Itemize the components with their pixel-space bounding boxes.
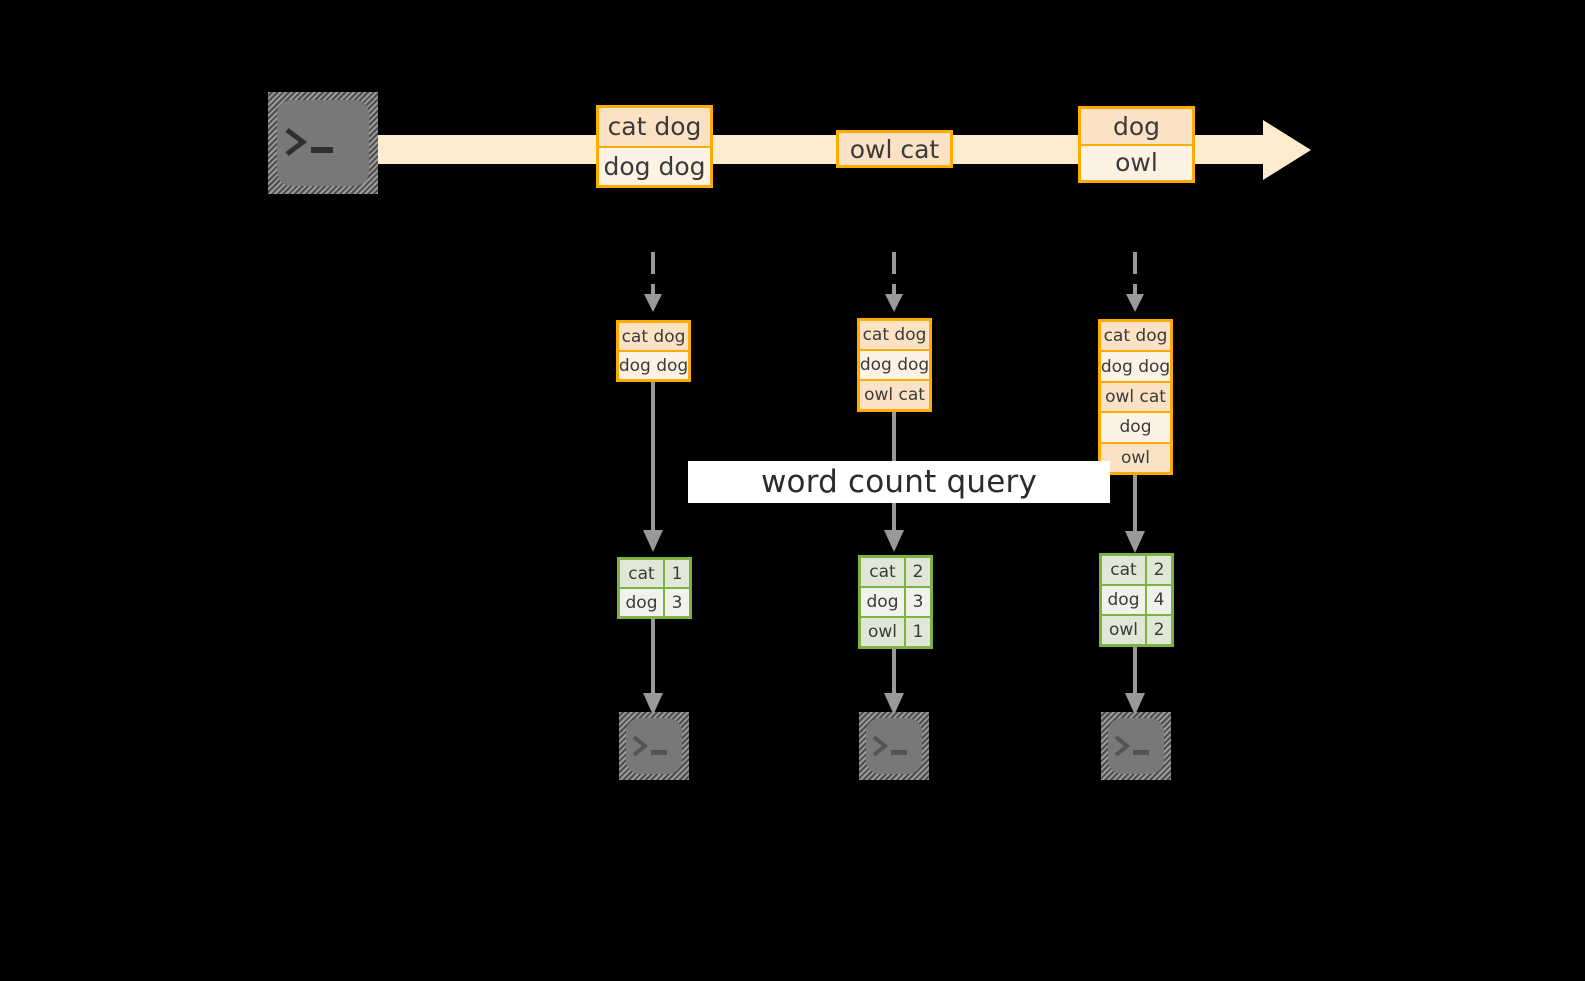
snapshot-3-sink-terminal-icon (1101, 712, 1171, 780)
result-row: cat 1 (620, 560, 689, 589)
terminal-prompt-icon (632, 735, 667, 757)
result-row: owl 2 (1102, 616, 1171, 644)
result-count: 1 (906, 618, 930, 646)
snapshot-input-line: owl cat (1101, 382, 1170, 414)
query-label-text: word count query (760, 464, 1038, 500)
snapshot-input-line: cat dog (860, 321, 929, 351)
result-word: cat (1102, 556, 1147, 584)
stream-record-2: owl cat (836, 130, 953, 168)
terminal-prompt-icon (285, 128, 333, 156)
stream-record-line: cat dog (599, 108, 710, 148)
query-label-band: word count query (688, 461, 1110, 503)
terminal-prompt-icon (872, 735, 907, 757)
stream-record-line: owl cat (839, 133, 950, 165)
solid-connector-3-to-result (1123, 475, 1147, 555)
snapshot-input-line: dog dog (619, 352, 688, 379)
solid-connector-3-to-sink (1123, 647, 1147, 717)
dashed-connector-3 (1122, 252, 1148, 320)
result-count: 2 (1147, 616, 1171, 644)
stream-record-1: cat dog dog dog (596, 105, 713, 188)
solid-connector-1-to-result (641, 382, 665, 554)
dashed-connector-1 (640, 252, 666, 320)
snapshot-1-sink-terminal-icon (619, 712, 689, 780)
result-row: owl 1 (861, 618, 930, 646)
result-word: dog (620, 589, 665, 616)
result-row: dog 3 (861, 588, 930, 618)
result-row: dog 4 (1102, 586, 1171, 616)
snapshot-input-line: dog dog (860, 351, 929, 381)
snapshot-input-line: owl cat (860, 381, 929, 409)
snapshot-input-line: owl (1101, 443, 1170, 473)
stream-record-line: dog dog (599, 147, 710, 185)
snapshot-1-input-box: cat dog dog dog (616, 320, 691, 382)
snapshot-3-input-box: cat dog dog dog owl cat dog owl (1098, 319, 1173, 475)
result-word: owl (1102, 616, 1147, 644)
result-row: cat 2 (861, 558, 930, 588)
snapshot-input-line: dog (1101, 413, 1170, 444)
snapshot-input-line: dog dog (1101, 352, 1170, 383)
stream-arrowhead-icon (1263, 120, 1311, 180)
stream-record-3: dog owl (1078, 106, 1195, 183)
result-word: dog (861, 588, 906, 616)
result-count: 3 (665, 589, 689, 616)
dashed-connector-2 (881, 252, 907, 320)
result-count: 2 (1147, 556, 1171, 584)
snapshot-input-line: cat dog (619, 323, 688, 352)
terminal-prompt-icon (1114, 735, 1149, 757)
result-word: owl (861, 618, 906, 646)
result-count: 2 (906, 558, 930, 586)
solid-connector-1-to-sink (641, 619, 665, 717)
solid-connector-2-to-sink (882, 649, 906, 717)
snapshot-1-result-table: cat 1 dog 3 (617, 557, 692, 619)
snapshot-2-sink-terminal-icon (859, 712, 929, 780)
result-word: dog (1102, 586, 1147, 614)
snapshot-input-line: cat dog (1101, 322, 1170, 353)
result-count: 4 (1147, 586, 1171, 614)
result-row: cat 2 (1102, 556, 1171, 586)
snapshot-3-result-table: cat 2 dog 4 owl 2 (1099, 553, 1174, 647)
result-word: cat (620, 560, 665, 587)
snapshot-2-result-table: cat 2 dog 3 owl 1 (858, 555, 933, 649)
source-terminal-icon (268, 92, 378, 194)
snapshot-2-input-box: cat dog dog dog owl cat (857, 318, 932, 412)
stream-record-line: dog (1081, 109, 1192, 146)
stream-record-line: owl (1081, 145, 1192, 180)
result-row: dog 3 (620, 589, 689, 616)
result-count: 3 (906, 588, 930, 616)
result-word: cat (861, 558, 906, 586)
result-count: 1 (665, 560, 689, 587)
